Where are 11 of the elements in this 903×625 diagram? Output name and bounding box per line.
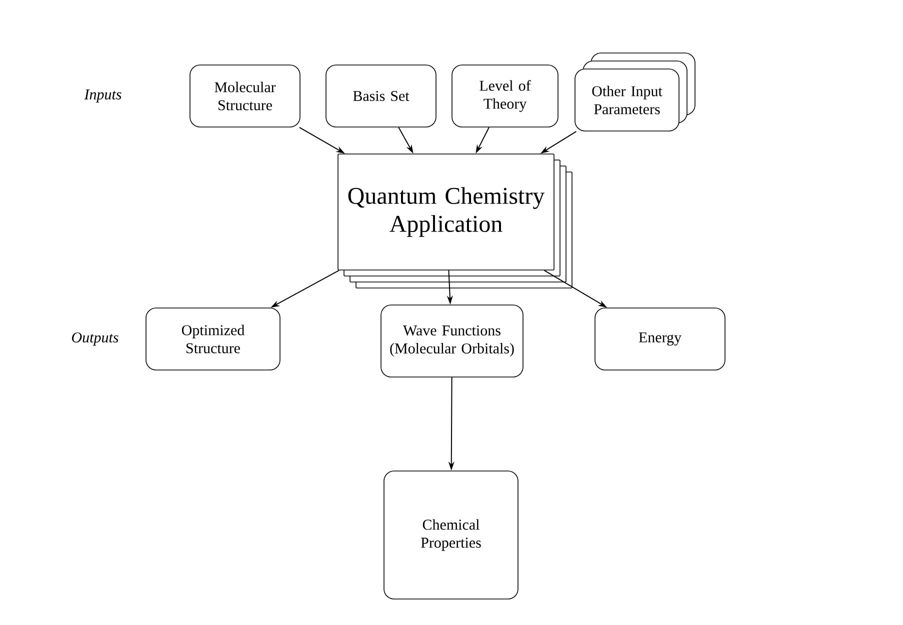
output-box: Wave Functions (Molecular Orbitals) xyxy=(380,304,524,378)
row-label: Inputs xyxy=(84,90,122,103)
input-box: Molecular Structure xyxy=(190,64,300,128)
output-box: Chemical Properties xyxy=(384,470,518,600)
input-box: Level of Theory xyxy=(452,64,558,128)
input-box: Basis Set xyxy=(326,64,436,128)
row-label: Outputs xyxy=(72,332,118,346)
input-box: Other Input Parameters xyxy=(574,52,696,132)
application-box: Quantum Chemistry Application xyxy=(338,154,572,288)
output-box: Energy xyxy=(594,308,726,370)
output-box: Optimized Structure xyxy=(146,308,280,370)
